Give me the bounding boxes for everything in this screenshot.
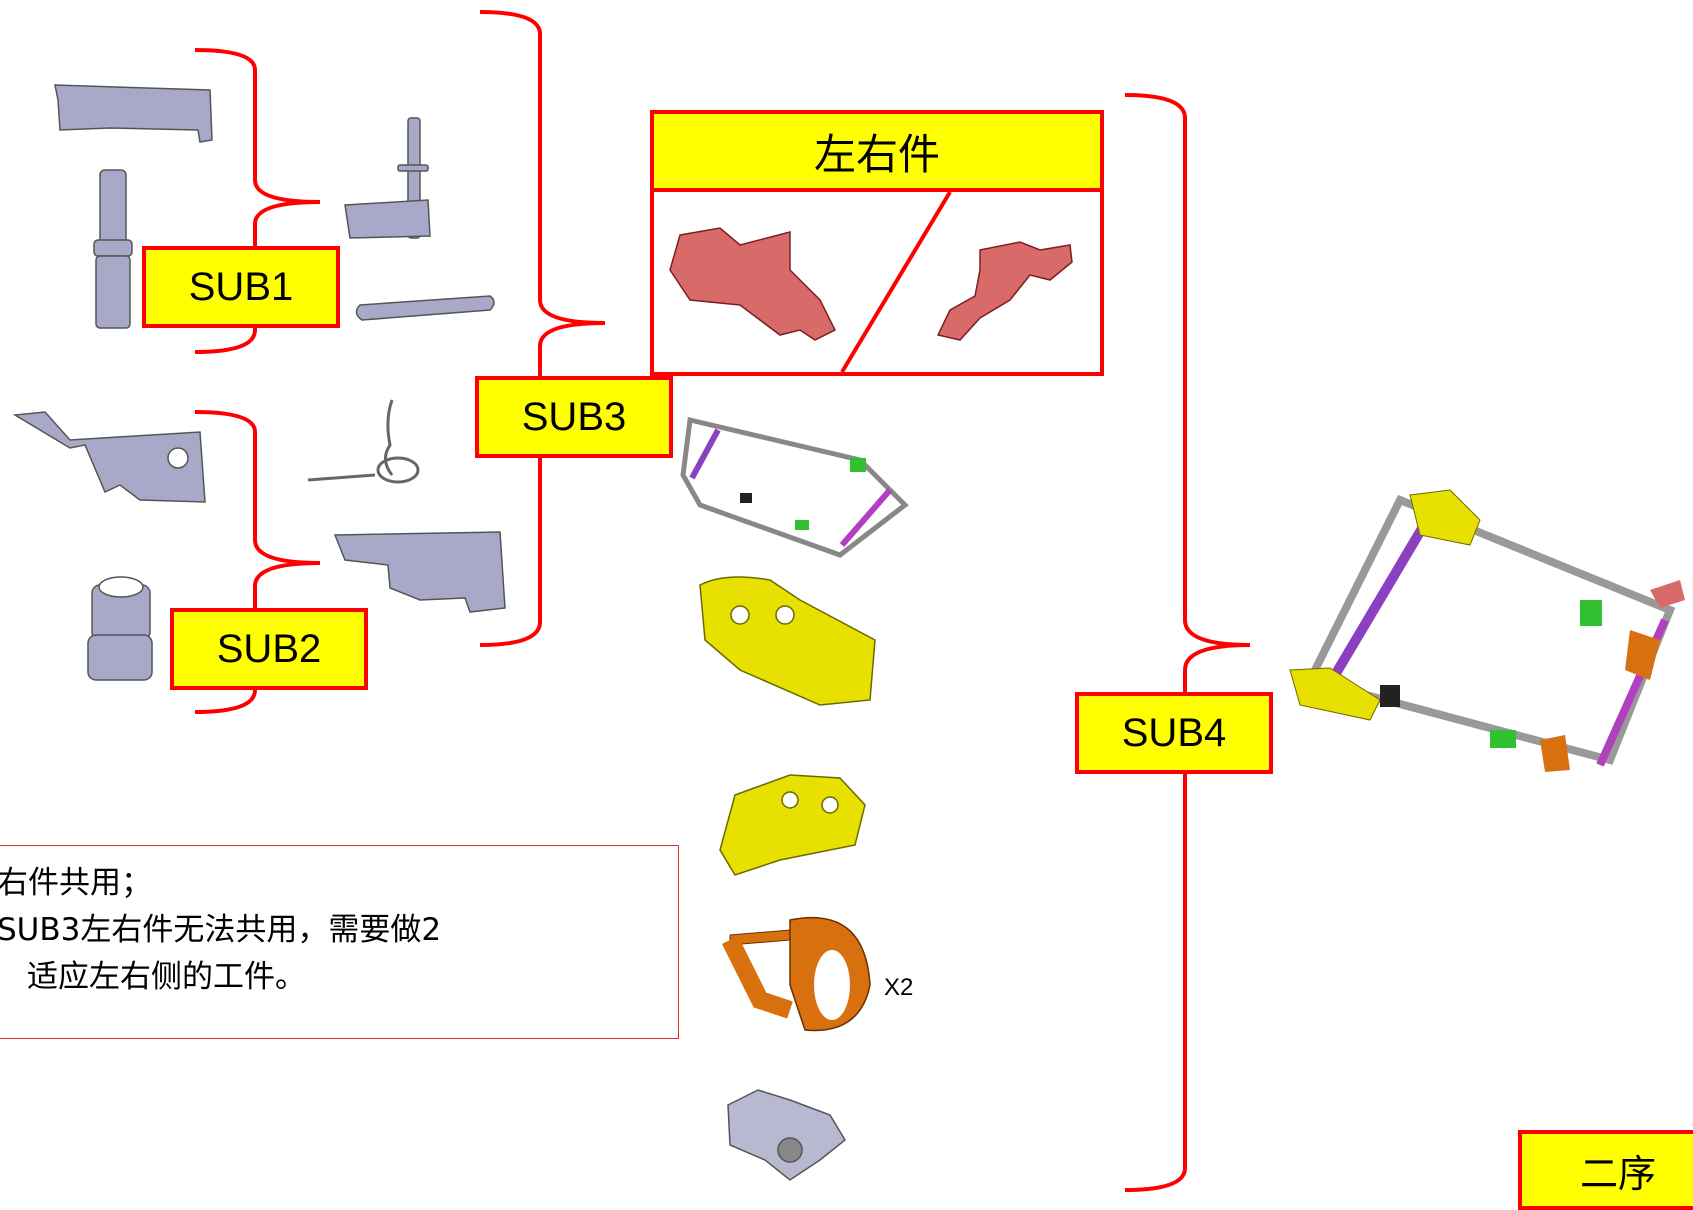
bracket-sub4 bbox=[1124, 93, 1251, 1192]
note-line-3: 适应左右侧的工件。 bbox=[27, 959, 306, 995]
plate-part bbox=[54, 84, 213, 143]
sub1-parts bbox=[54, 84, 495, 329]
sub1-label: SUB1 bbox=[142, 246, 340, 328]
bracket-l-part bbox=[344, 117, 431, 239]
sub2-label: SUB2 bbox=[170, 608, 368, 690]
yellow-plate-2 bbox=[719, 774, 866, 876]
left-right-box bbox=[650, 188, 1104, 376]
frame-part bbox=[680, 416, 909, 558]
note-line-1: 右件共用； bbox=[0, 865, 152, 901]
brackets bbox=[194, 10, 1251, 1192]
sub2-parts bbox=[12, 399, 506, 681]
yellow-plate-1 bbox=[699, 576, 876, 706]
pin-part bbox=[93, 169, 133, 329]
left-part bbox=[669, 227, 837, 341]
orange-handle-part bbox=[721, 916, 871, 1032]
yellow-plates bbox=[699, 576, 876, 876]
second-process-label: 二序 bbox=[1518, 1130, 1693, 1210]
divider-line bbox=[840, 190, 952, 374]
bracket-sub3 bbox=[479, 10, 606, 647]
left-right-parts bbox=[669, 227, 1073, 341]
link-part bbox=[355, 295, 495, 321]
assembly-part bbox=[1289, 489, 1685, 772]
spring-part bbox=[307, 399, 394, 482]
left-right-title: 左右件 bbox=[650, 110, 1104, 192]
sub4-label: SUB4 bbox=[1075, 692, 1273, 774]
gray-clamp-part bbox=[727, 1089, 846, 1181]
slide-plate-part bbox=[333, 531, 506, 613]
note-box: 右件共用； SUB3左右件无法共用，需要做2 适应左右侧的工件。 bbox=[0, 845, 679, 1039]
right-part bbox=[936, 241, 1073, 341]
bracket-sub2 bbox=[194, 410, 321, 714]
bushing-part bbox=[87, 576, 153, 681]
note-line-2: SUB3左右件无法共用，需要做2 bbox=[0, 912, 442, 948]
sub3-label: SUB3 bbox=[475, 376, 673, 458]
bracket-sub1 bbox=[194, 48, 321, 354]
lever-plate-part bbox=[12, 411, 206, 503]
quantity-label: X2 bbox=[884, 974, 914, 1001]
